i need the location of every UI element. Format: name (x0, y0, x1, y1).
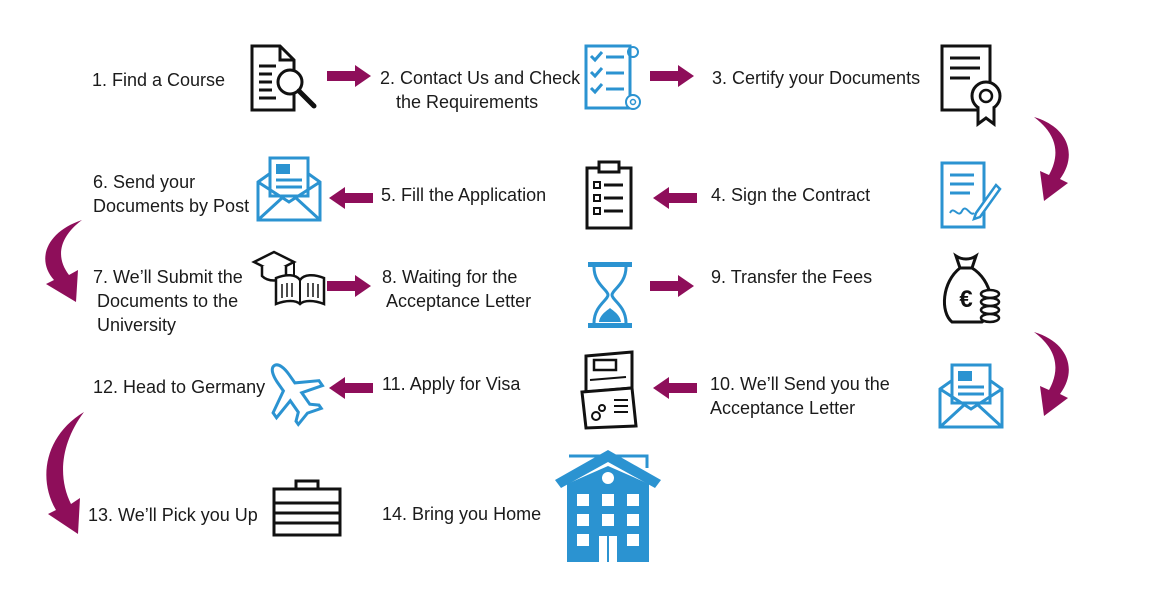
step-12-label: 12. Head to Germany (93, 377, 266, 397)
curved-arrow-left-side-icon (46, 412, 84, 534)
step-13-label: 13. We’ll Pick you Up (88, 505, 258, 525)
step-10-label: 10. We’ll Send you the Acceptance Letter (710, 374, 890, 418)
arrow-right-icon (650, 65, 694, 87)
house-icon (555, 450, 661, 562)
arrow-left-icon (653, 187, 697, 209)
step-8-label: 8. Waiting for the Acceptance Letter (382, 267, 532, 311)
airplane-icon (270, 363, 325, 427)
svg-text:€: € (959, 286, 972, 313)
certificate-icon (940, 44, 1002, 127)
step-6-label: 6. Send your Documents by Post (93, 172, 250, 216)
graduation-book-icon (251, 250, 326, 306)
briefcase-icon (272, 479, 342, 537)
curved-arrow-right-side-icon (1034, 332, 1069, 416)
step-4-label: 4. Sign the Contract (711, 185, 871, 205)
application-form-icon (585, 160, 633, 230)
step-9-label: 9. Transfer the Fees (711, 267, 873, 287)
arrow-left-icon (653, 377, 697, 399)
step-3-label: 3. Certify your Documents (712, 68, 921, 88)
passport-icon (580, 350, 638, 430)
step-1-label: 1. Find a Course (92, 70, 226, 90)
document-search-icon (250, 44, 317, 112)
envelope-letter-icon (938, 363, 1004, 429)
envelope-letter-icon (256, 156, 322, 222)
arrow-right-icon (327, 65, 371, 87)
step-5-label: 5. Fill the Application (381, 185, 547, 205)
checklist-icon (584, 44, 641, 110)
step-14-label: 14. Bring you Home (382, 504, 542, 524)
step-7-label: 7. We’ll Submit the Documents to the Uni… (93, 267, 243, 335)
curved-arrow-left-side-icon (45, 220, 82, 302)
arrow-right-icon (327, 275, 371, 297)
arrow-left-icon (329, 377, 373, 399)
arrow-left-icon (329, 187, 373, 209)
hourglass-icon (588, 262, 632, 328)
curved-arrow-right-side-icon (1034, 117, 1069, 201)
step-2-label: 2. Contact Us and Check the Requirements (380, 68, 581, 112)
money-bag-euro-icon: € (942, 252, 1001, 324)
step-11-label: 11. Apply for Visa (382, 374, 521, 394)
arrow-right-icon (650, 275, 694, 297)
signed-contract-icon (940, 161, 1002, 229)
